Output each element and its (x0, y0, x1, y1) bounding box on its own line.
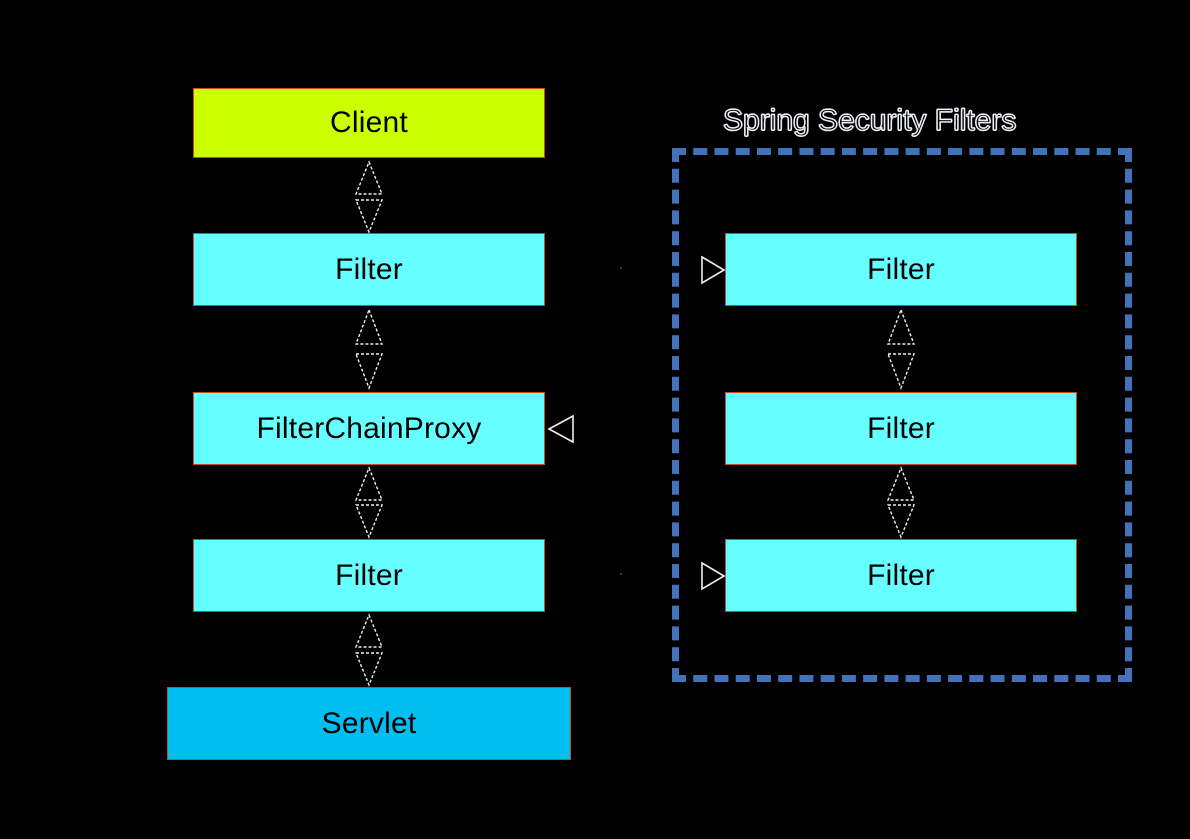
node-security-filter-3-label: Filter (867, 558, 935, 592)
arrow-left-into-filter-chain-proxy (547, 414, 575, 444)
node-left-filter-1[interactable]: Filter (193, 233, 545, 306)
arrow-down-filter2-to-servlet (354, 651, 384, 687)
arrow-down-proxy-to-filter2 (354, 503, 384, 539)
node-servlet[interactable]: Servlet (167, 687, 571, 760)
node-security-filter-2-label: Filter (867, 411, 935, 445)
spring-security-filters-title: Spring Security Filters (722, 104, 1017, 137)
arrow-down-filter1-to-proxy (354, 352, 384, 390)
node-security-filter-3[interactable]: Filter (725, 539, 1077, 612)
arrow-up-client-to-filter1 (354, 160, 384, 196)
node-left-filter-1-label: Filter (335, 252, 403, 286)
node-security-filter-1-label: Filter (867, 252, 935, 286)
node-servlet-label: Servlet (321, 706, 417, 740)
node-left-filter-2[interactable]: Filter (193, 539, 545, 612)
node-left-filter-2-label: Filter (335, 558, 403, 592)
arrow-up-filter2-to-servlet (354, 613, 384, 649)
arrow-down-client-to-filter1 (354, 198, 384, 234)
arrow-up-filter1-to-proxy (354, 308, 384, 346)
node-filter-chain-proxy[interactable]: FilterChainProxy (193, 392, 545, 465)
node-filter-chain-proxy-label: FilterChainProxy (256, 411, 482, 445)
node-security-filter-1[interactable]: Filter (725, 233, 1077, 306)
arrow-up-proxy-to-filter2 (354, 466, 384, 502)
node-client-label: Client (330, 106, 408, 139)
connector-dot-lower (620, 573, 622, 575)
node-client[interactable]: Client (193, 88, 545, 158)
connector-dot-upper (620, 267, 622, 269)
node-security-filter-2[interactable]: Filter (725, 392, 1077, 465)
spring-security-filters-group (672, 148, 1132, 682)
